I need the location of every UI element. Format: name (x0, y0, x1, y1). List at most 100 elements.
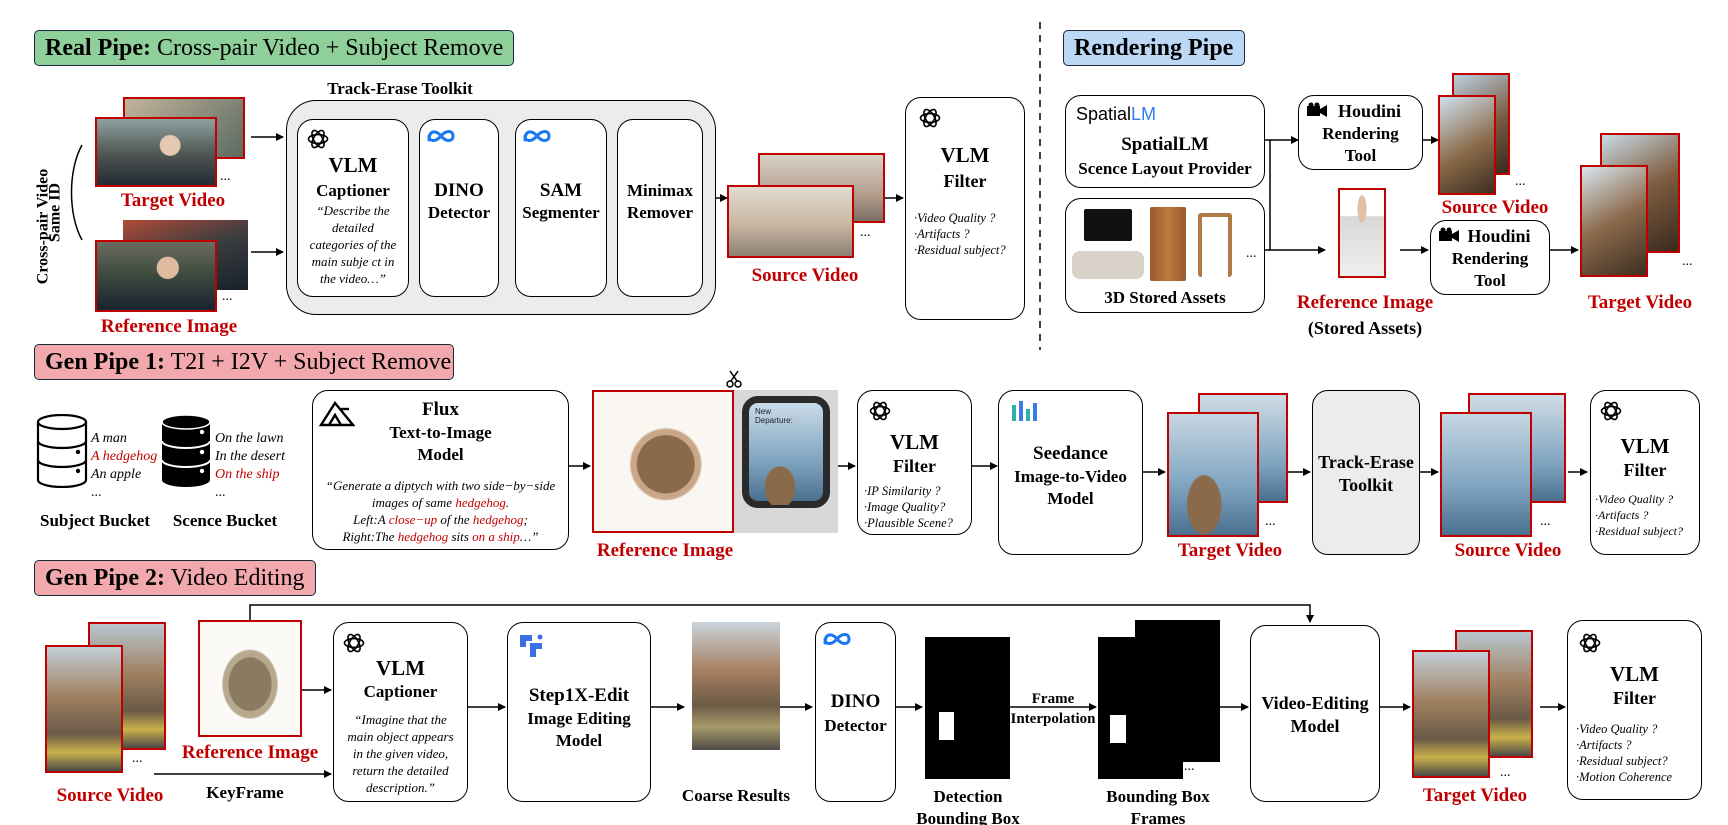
real-pipe-header-bold: Real Pipe: (45, 35, 151, 61)
camera-icon (1439, 227, 1459, 242)
detection-label-1: Detection (933, 787, 1003, 806)
gen1-source-front (1440, 412, 1532, 537)
flux-prompt-line: Right:The hedgehog sits on a ship…” (317, 528, 564, 545)
gen1-filter2-q1: ·Video Quality ? (1595, 492, 1674, 506)
subject-items: A man A hedgehog An apple ... (91, 430, 161, 502)
gen1-source-ellipsis: ... (1540, 514, 1551, 529)
toolkit-title: Track-Erase Toolkit (327, 79, 473, 98)
subject-item-more: ... (91, 485, 102, 500)
scene-items: On the lawn In the desert On the ship ..… (215, 430, 307, 502)
gen2-header-rest: Video Editing (165, 565, 305, 591)
real-source-label: Source Video (751, 265, 859, 286)
render-source-front (1438, 95, 1496, 195)
scene-item: On the lawn (215, 431, 284, 446)
houdini-title: Houdini (1337, 101, 1402, 121)
gen1-filter-q1: ·IP Similarity ? (864, 484, 941, 498)
gen1-target-ellipsis: ... (1265, 514, 1276, 529)
door-asset-icon (1150, 207, 1186, 281)
dino-title: DINO (434, 180, 484, 201)
gen-pipe-1-header: Gen Pipe 1: T2I + I2V + Subject Remove (34, 344, 454, 380)
meta-icon (426, 128, 456, 144)
meta-icon (822, 631, 852, 647)
openai-icon (342, 631, 366, 655)
assets-ellipsis: ... (1246, 246, 1257, 261)
tv-asset-icon (1084, 209, 1132, 241)
hedgehog-figure (761, 461, 799, 505)
flux-prompt-highlight: close−up (388, 512, 438, 527)
real-bracket (70, 144, 83, 241)
gen2-filter-q3: ·Residual subject? (1576, 754, 1668, 768)
spatiallm-logo: SpatialLM (1076, 104, 1156, 125)
gen2-filter-q2: ·Artifacts ? (1576, 738, 1632, 752)
bbox-white-rect (939, 712, 954, 740)
step1x-edit-box: Step1X-Edit Image Editing Model (507, 622, 651, 802)
gen2-captioner: Captioner (363, 682, 438, 701)
gen1-header-rest: T2I + I2V + Subject Remove (165, 349, 452, 375)
subject-item-selected: A hedgehog (91, 449, 158, 464)
camera-icon (1307, 102, 1327, 117)
gen1-vlm-filter-2: VLM Filter ·Video Quality ? ·Artifacts ?… (1590, 390, 1700, 555)
gen1-reference-label: Reference Image (596, 540, 734, 561)
step-icon (520, 634, 543, 657)
window-text-2: Departure: (755, 416, 793, 425)
vlm-captioner-box: VLM Captioner “Describe the detailed cat… (297, 119, 409, 297)
bbox-frames-front (1098, 637, 1183, 779)
real-target-label: Target Video (120, 190, 226, 211)
gen-pipe-2-header: Gen Pipe 2: Video Editing (34, 560, 316, 596)
subject-item: An apple (91, 467, 142, 482)
bbox-frames-label-1: Bounding Box (1106, 787, 1210, 806)
flux-box: Flux Text-to-Image Model “Generate a dip… (312, 390, 569, 550)
openai-icon (868, 399, 892, 423)
bbox-white-rect (1110, 715, 1126, 743)
sam-segmenter-box: SAM Segmenter (515, 119, 607, 297)
gen2-header-bold: Gen Pipe 2: (45, 565, 165, 591)
dino-detector-box: DINO Detector (419, 119, 499, 297)
real-pipe-header: Real Pipe: Cross-pair Video + Subject Re… (34, 30, 514, 66)
openai-icon (918, 106, 942, 130)
houdini-sub-2: Rendering (1451, 249, 1529, 268)
window-text-1: New (755, 407, 772, 416)
subject-item: A man (91, 431, 127, 446)
flux-prompt-part: …” (519, 529, 539, 544)
gen2-vlm-captioner: VLM Captioner “Imagine that the main obj… (333, 622, 468, 802)
real-source-ellipsis: ... (860, 225, 871, 240)
gen2-dino-box: DINO Detector (815, 622, 896, 802)
gen2-reference-label: Reference Image (181, 742, 319, 763)
sam-title: SAM (539, 180, 583, 201)
subject-database-icon (36, 414, 88, 488)
subject-bucket-label: Subject Bucket (39, 511, 151, 530)
reference-ellipsis: ... (222, 289, 233, 304)
coarse-results-image (692, 622, 780, 750)
flux-prompt-line: images of same hedgehog. (317, 494, 564, 511)
chair-asset-icon (1198, 213, 1232, 277)
openai-icon (1578, 631, 1602, 655)
flux-prompt: “Generate a diptych with two side−by−sid… (317, 477, 564, 545)
scissors-icon (726, 370, 742, 388)
flux-title: Flux (422, 399, 459, 420)
keyframe-label: KeyFrame (206, 783, 284, 802)
sofa-asset-icon (1072, 251, 1144, 279)
gen2-target-label: Target Video (1422, 785, 1528, 806)
same-id-label: Same ID (46, 182, 64, 243)
flux-prompt-highlight: on a ship (472, 529, 520, 544)
render-target-ellipsis: ... (1682, 254, 1693, 269)
gen2-filter-sub: Filter (1613, 688, 1656, 708)
openai-icon (1599, 399, 1623, 423)
seedance-sub: Image-to-Video (1014, 467, 1127, 486)
minimax-title: Minimax (626, 181, 694, 200)
houdini-tool-bottom: Houdini Rendering Tool (1430, 220, 1550, 295)
step1x-title: Step1X-Edit (528, 685, 630, 706)
bbox-frames-ellipsis: ... (1184, 759, 1195, 774)
gen1-header-bold: Gen Pipe 1: (45, 349, 165, 375)
reference-front-frame (95, 240, 217, 312)
gen2-filter-q1: ·Video Quality ? (1576, 722, 1658, 736)
render-target-label: Target Video (1587, 292, 1693, 313)
flux-prompt-line: Left:A close−up of the hedgehog; (317, 511, 564, 528)
black-forest-icon (319, 401, 355, 427)
video-edit-title: Video-Editing (1261, 693, 1369, 713)
scene-bucket-label: Scence Bucket (172, 511, 278, 530)
gen2-reference-image (198, 620, 302, 737)
gen2-target-ellipsis: ... (1500, 765, 1511, 780)
